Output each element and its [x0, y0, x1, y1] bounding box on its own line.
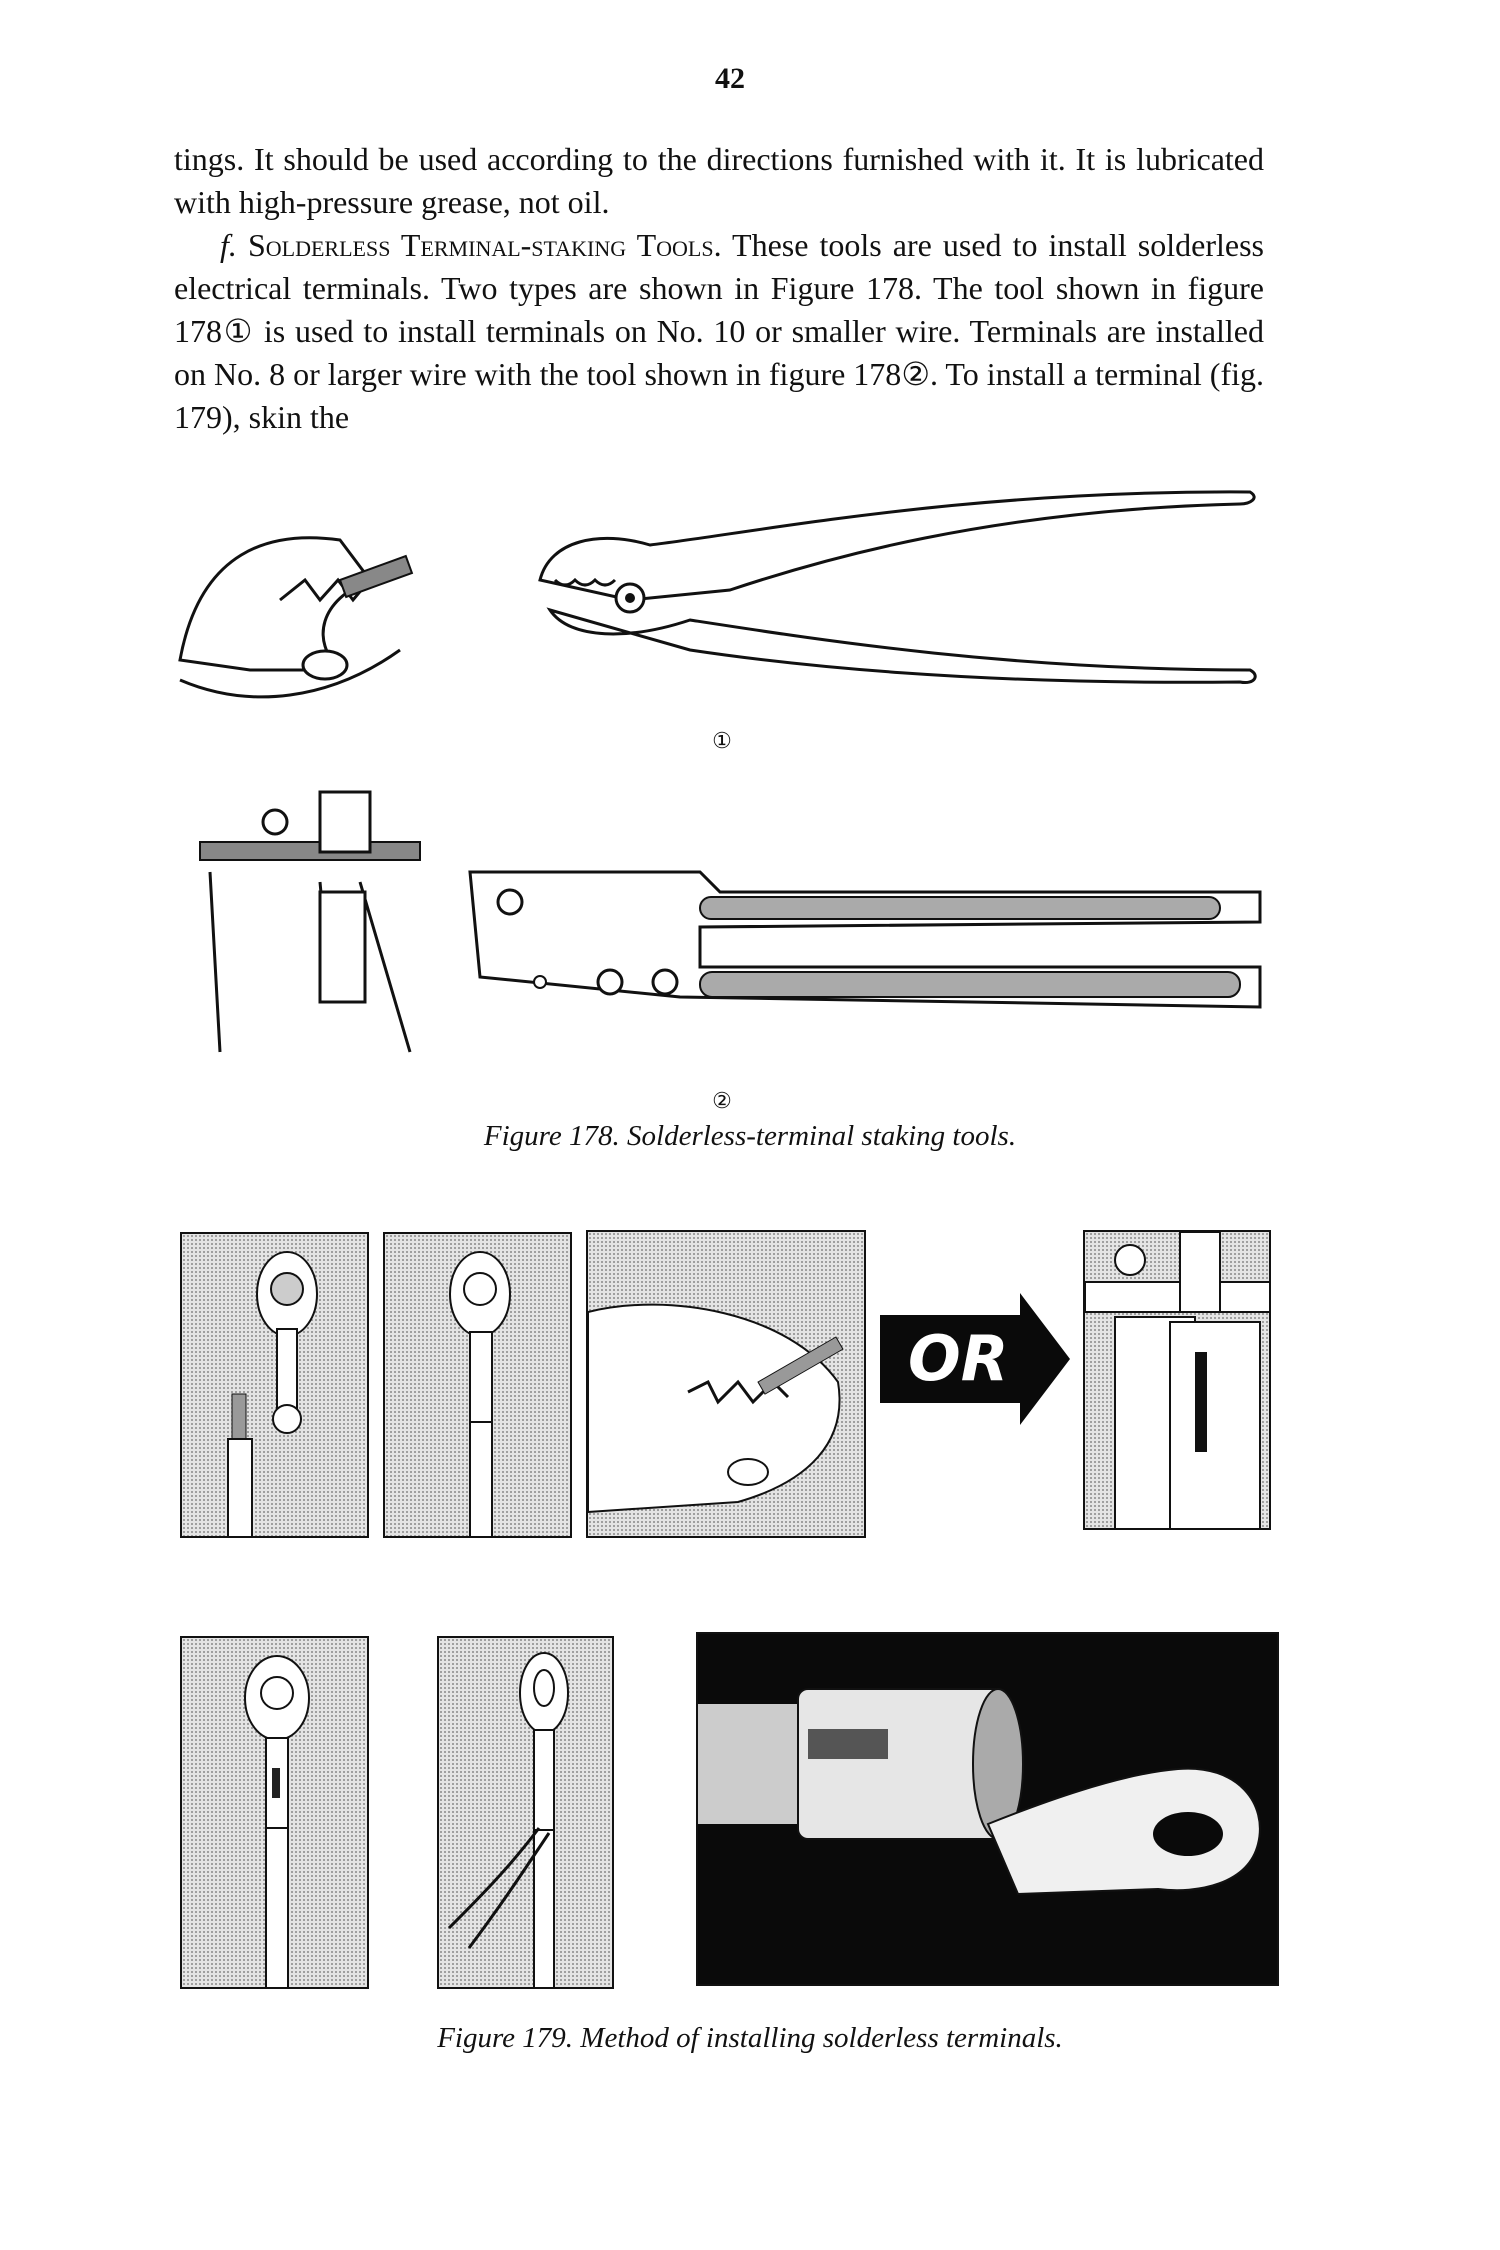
or-label: OR	[908, 1322, 1009, 1395]
staking-tool-illustration	[199, 790, 1262, 1053]
paragraph-text: These tools are used to install solderle…	[174, 227, 1265, 435]
figure-179-caption: Figure 179. Method of installing solderl…	[437, 2022, 1063, 2054]
arrow-icon	[880, 1293, 1070, 1425]
page-number: 42	[715, 62, 745, 95]
step-2-panel	[383, 1232, 572, 1538]
figure-178-label-1: ①	[712, 728, 732, 753]
step-4-panel	[180, 1636, 369, 1989]
step-1-panel	[180, 1232, 369, 1538]
paragraph-f: f. Solderless Terminal-staking Tools. Th…	[174, 224, 1264, 439]
figure-178-label-2: ②	[712, 1088, 732, 1113]
or-arrow: OR	[880, 1293, 1070, 1425]
pliers-on-terminal-illustration	[447, 1652, 569, 1987]
pliers-illustration	[178, 490, 1257, 699]
step-5-panel	[437, 1636, 614, 1989]
figure-178-tool-2	[180, 772, 1280, 1072]
step-3-alt-panel	[1083, 1230, 1271, 1530]
terminal-on-wire-illustration	[449, 1251, 511, 1536]
section-heading: Solderless Terminal-staking Tools.	[247, 227, 722, 263]
terminal-installed-illustration	[244, 1655, 310, 1987]
step-3-panel	[586, 1230, 866, 1538]
finished-terminal-panel	[696, 1632, 1279, 1986]
staking-tool-closeup-illustration	[1085, 1232, 1269, 1528]
pliers-crimping-illustration	[588, 1303, 844, 1514]
wire-and-terminal-illustration	[227, 1251, 318, 1536]
paragraph-continuation: tings. It should be used according to th…	[174, 141, 1264, 220]
body-text: tings. It should be used according to th…	[174, 138, 1264, 439]
figure-178-tool-1	[170, 470, 1270, 720]
finished-terminal-illustration	[698, 1688, 1261, 1896]
figure-178-caption: Figure 178. Solderless-terminal staking …	[483, 1120, 1017, 1152]
paragraph-lead: f.	[220, 227, 237, 263]
